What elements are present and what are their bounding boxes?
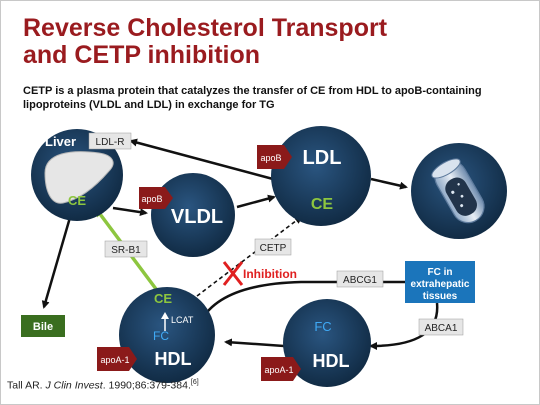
bile-box: Bile [21,315,65,337]
hdl-nascent-fc-label: FC [314,319,331,334]
inhibition-label: Inhibition [243,267,297,281]
vldl-apob-label: apoB [141,194,162,204]
arrow-liver-to-vldl [112,206,148,217]
arrow-liver-to-bile [41,213,73,309]
reference-citation: Tall AR. J Clin Invest. 1990;86:379-384.… [7,379,199,392]
subtitle-line-1: CETP is a plasma protein that catalyzes … [23,85,482,97]
hdl-nascent-apoa1-label: apoA-1 [264,365,293,375]
ref-journal: J Clin Invest [45,379,103,392]
arrow-ldl-to-liver [129,138,274,181]
title-line-2: and CETP inhibition [23,41,261,69]
arrow-cetp-transfer [196,215,303,297]
hdl-mature-label: HDL [155,349,192,369]
vldl-apob-tag: apoB [139,187,173,209]
liver-node: Liver CE [31,129,123,221]
lcat-label: LCAT [171,315,194,325]
ldl-apob-tag: apoB [257,145,292,169]
ref-authors: Tall AR. [7,379,46,392]
hdl-nascent-apoa1-tag: apoA-1 [261,357,301,381]
liver-label: Liver [45,134,76,149]
liver-icon [44,151,114,204]
abcg1-label-box: ABCG1 [336,270,384,288]
ldl-ce-label: CE [311,196,334,213]
abca1-label: ABCA1 [425,323,458,334]
vldl-label: VLDL [171,206,223,228]
liver-ce-label: CE [68,193,86,208]
peripheral-tissues-box: FC in extrahepatic tissues [405,261,475,303]
arrow-ldl-to-vessel [370,177,408,190]
hdl-nascent-label: HDL [313,351,350,371]
peripheral-line-3: tissues [423,291,458,302]
slide-title: Reverse Cholesterol Transport and CETP i… [23,15,387,69]
title-line-1: Reverse Cholesterol Transport [23,14,388,42]
cetp-label: CETP [260,243,287,254]
hdl-mature-node: CE LCAT FC HDL [119,287,215,383]
ldl-label: LDL [303,147,342,169]
hdl-mature-apoa1-label: apoA-1 [100,355,129,365]
slide-subtitle: CETP is a plasma protein that catalyzes … [23,84,523,112]
artery-vessel-icon [411,143,507,239]
hdl-mature-apoa1-tag: apoA-1 [97,347,137,371]
cetp-label-box: CETP [254,238,292,256]
bile-label: Bile [33,321,53,333]
ref-note: [6] [190,379,199,386]
peripheral-line-1: FC in [428,267,453,278]
hdl-mature-ce-label: CE [154,291,172,306]
sr-b1-label-box: SR-B1 [104,240,148,258]
abca1-label-box: ABCA1 [418,318,464,336]
ldl-r-label-box: LDL-R [88,132,132,150]
hdl-nascent-node: FC HDL [283,299,371,387]
vldl-node: VLDL [151,173,235,257]
peripheral-line-2: extrahepatic [411,279,470,290]
arrow-vldl-to-ldl [236,194,276,209]
ldl-apob-label: apoB [260,153,281,163]
ref-details: . 1990;86:379-384. [102,379,191,392]
ldl-r-label: LDL-R [96,137,125,148]
inhibition-x-icon [222,261,244,286]
arrow-nascent-to-mature-hdl [224,338,285,348]
ldl-node: LDL CE [271,126,371,226]
hdl-mature-fc-label: FC [153,329,169,343]
abcg1-label: ABCG1 [343,275,377,286]
sr-b1-label: SR-B1 [111,245,141,256]
subtitle-line-2: lipoproteins (VLDL and LDL) in exchange … [23,99,275,111]
